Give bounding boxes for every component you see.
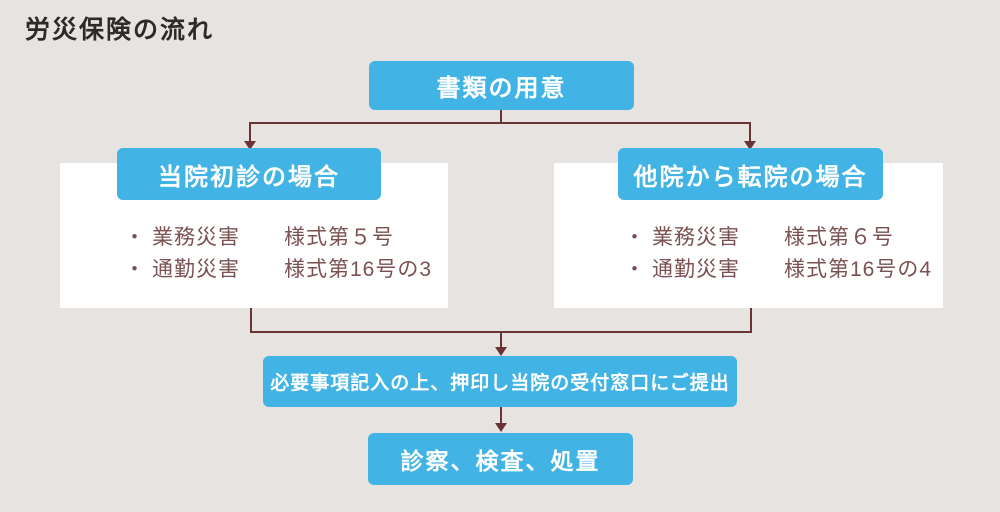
form-number: 様式第16号の3 <box>284 258 433 281</box>
list-item: ・ 通勤災害 様式第16号の4 <box>624 253 943 285</box>
panel-transfer-header: 他院から転院の場合 <box>618 148 883 200</box>
accident-category: 業務災害 <box>152 226 240 249</box>
page-title: 労災保険の流れ <box>25 16 215 44</box>
step-submit-documents: 必要事項記入の上、押印し当院の受付窓口にご提出 <box>263 356 737 407</box>
form-list-first-visit: ・ 業務災害 様式第５号 ・ 通勤災害 様式第16号の3 <box>60 163 448 285</box>
bullet-marker: ・ <box>124 226 146 249</box>
bullet-marker: ・ <box>624 258 646 281</box>
list-item: ・ 業務災害 様式第６号 <box>624 221 943 253</box>
step-examination-label: 診察、検査、処置 <box>400 448 601 474</box>
panel-first-visit-header-label: 当院初診の場合 <box>158 163 340 191</box>
form-number: 様式第６号 <box>784 226 894 249</box>
arrowhead-submit <box>495 347 507 356</box>
step-prepare-documents-label: 書類の用意 <box>436 75 567 102</box>
step-examination: 診察、検査、処置 <box>368 433 633 485</box>
step-submit-documents-label: 必要事項記入の上、押印し当院の受付窓口にご提出 <box>270 373 730 394</box>
panel-transfer: 他院から転院の場合 ・ 業務災害 様式第６号 ・ 通勤災害 様式第16号の4 <box>554 148 943 308</box>
form-number: 様式第５号 <box>284 226 394 249</box>
bullet-marker: ・ <box>624 226 646 249</box>
arrowhead-end <box>495 423 507 432</box>
panel-transfer-header-label: 他院から転院の場合 <box>633 163 868 191</box>
form-list-transfer: ・ 業務災害 様式第６号 ・ 通勤災害 様式第16号の4 <box>554 163 943 285</box>
list-item: ・ 通勤災害 様式第16号の3 <box>124 253 448 285</box>
list-item: ・ 業務災害 様式第５号 <box>124 221 448 253</box>
panel-first-visit: 当院初診の場合 ・ 業務災害 様式第５号 ・ 通勤災害 様式第16号の3 <box>60 148 448 308</box>
accident-category: 通勤災害 <box>652 258 740 281</box>
step-prepare-documents: 書類の用意 <box>369 61 634 110</box>
accident-category: 業務災害 <box>652 226 740 249</box>
accident-category: 通勤災害 <box>152 258 240 281</box>
panel-first-visit-header: 当院初診の場合 <box>117 148 381 200</box>
form-number: 様式第16号の4 <box>784 258 933 281</box>
bullet-marker: ・ <box>124 258 146 281</box>
